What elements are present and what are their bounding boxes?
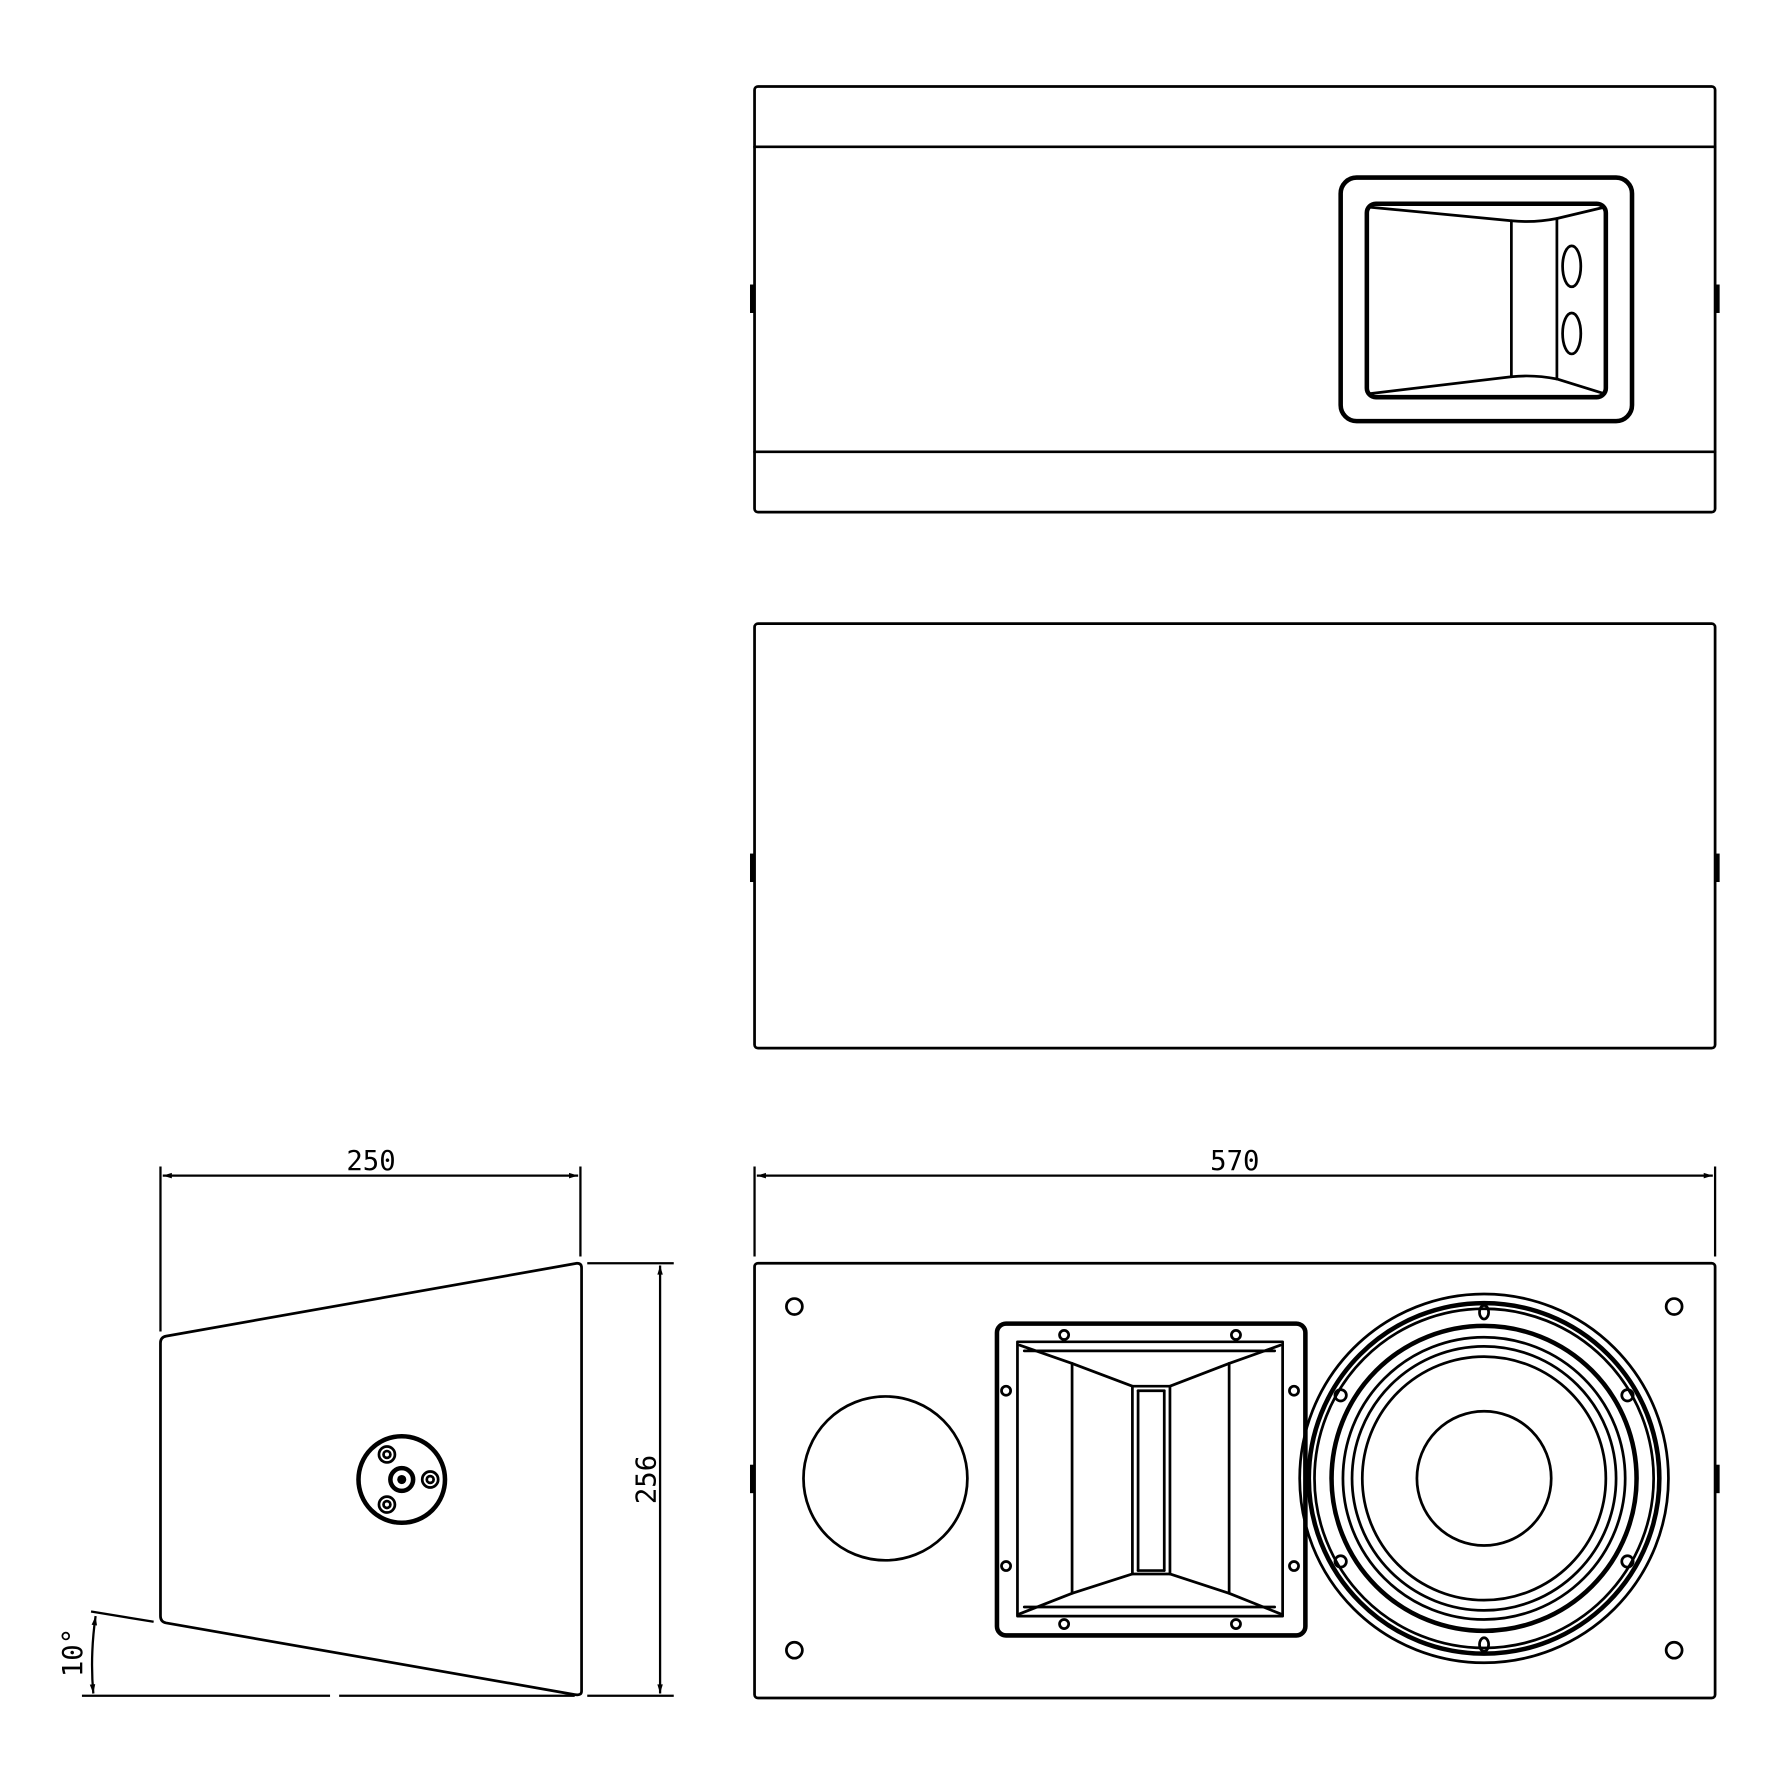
front-view: 570: [749, 1146, 1720, 1700]
angle-dimension-label: 10°: [58, 1628, 89, 1677]
bottom-view-outline: [753, 622, 1717, 1050]
depth-dimension-label: 250: [346, 1146, 395, 1177]
mount-socket: [356, 1433, 448, 1526]
side-view: 250 256 10°: [58, 1146, 674, 1697]
handle-hole-icon: [1561, 244, 1583, 289]
bass-port: [802, 1395, 969, 1562]
right-tab: [1715, 853, 1720, 883]
top-view: [749, 85, 1720, 514]
bottom-view: [749, 622, 1720, 1050]
width-dimension-label: 570: [1210, 1146, 1259, 1177]
left-tab: [749, 284, 755, 313]
height-dimension-label: 256: [632, 1455, 663, 1504]
horn-tweeter: [994, 1321, 1308, 1638]
woofer: [1298, 1292, 1670, 1665]
right-tab: [1715, 284, 1720, 313]
dust-cap: [1415, 1409, 1553, 1547]
top-view-outline: [753, 85, 1717, 514]
handle-recess: [1338, 175, 1635, 424]
left-tab: [749, 853, 755, 883]
angle-dimension-arc: [89, 1615, 98, 1694]
baffle-screw-holes: [785, 1297, 1684, 1660]
handle-hole-icon: [1561, 311, 1583, 356]
side-view-outline: [159, 1261, 583, 1697]
